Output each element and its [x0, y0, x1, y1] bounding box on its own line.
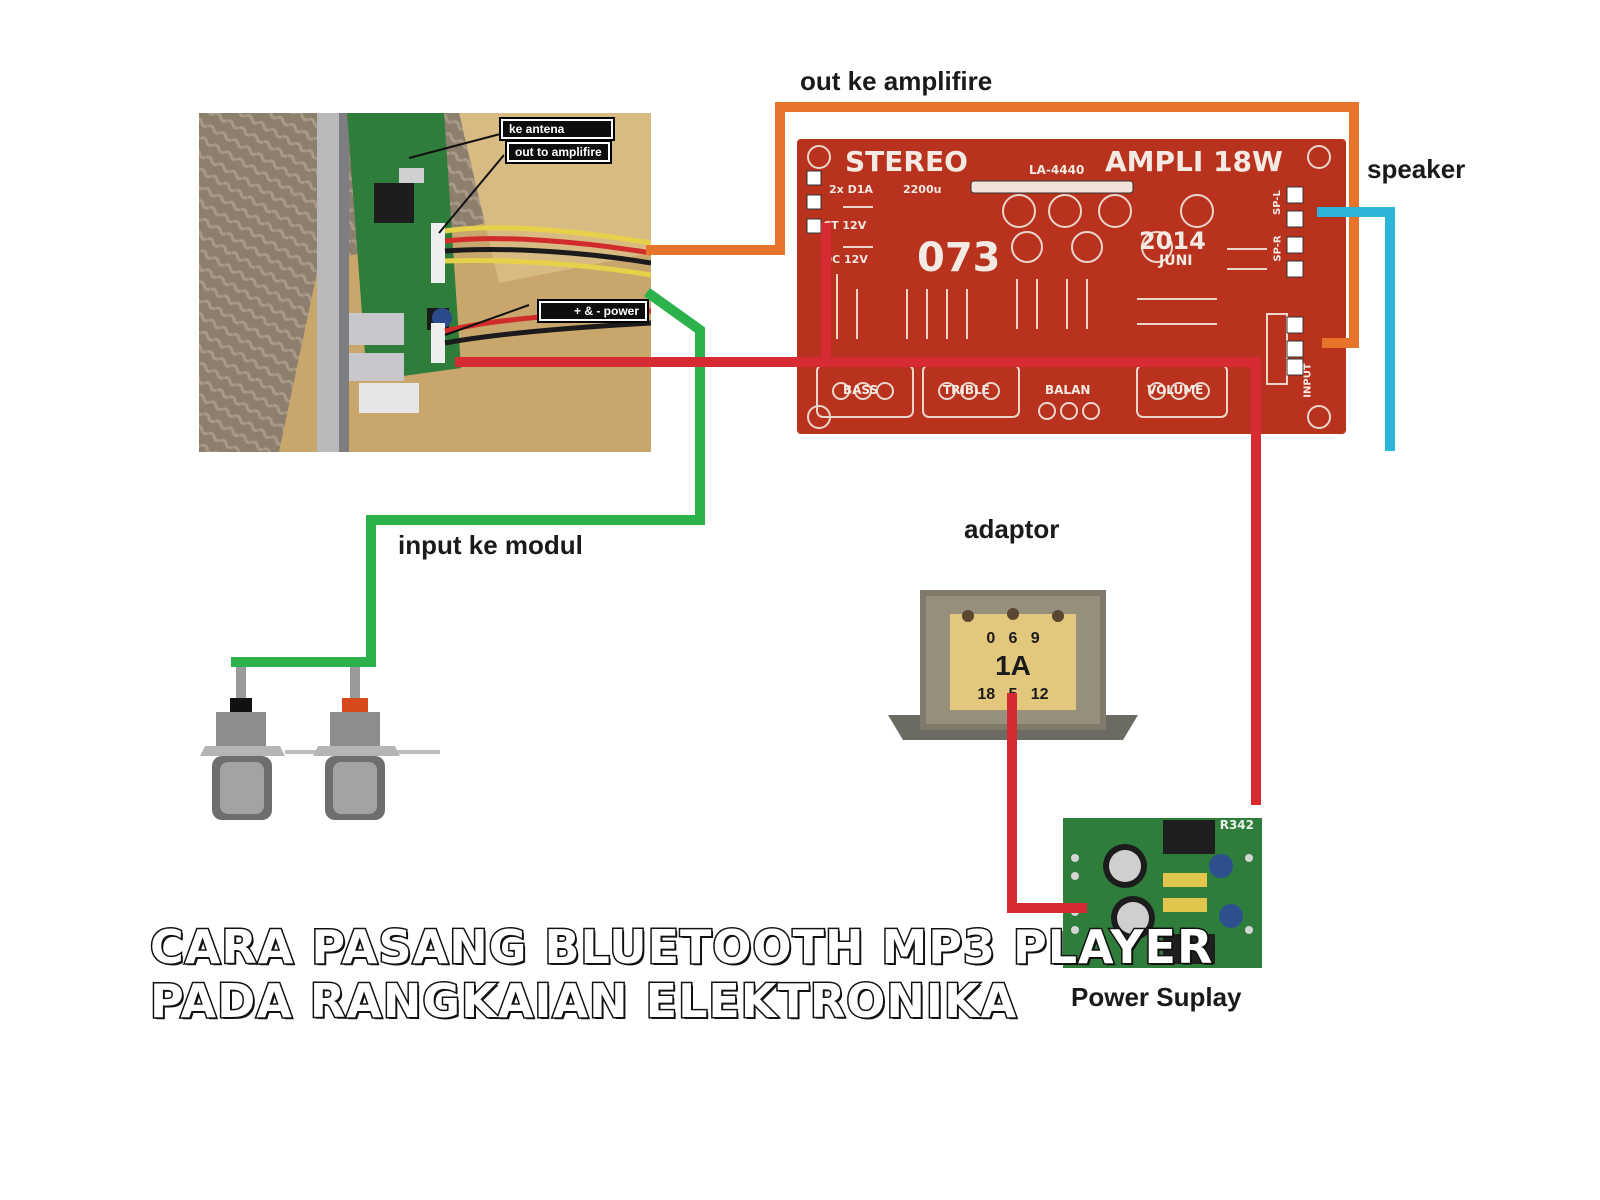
wire-power-to-module	[455, 357, 1261, 805]
label-input-ke-modul: input ke modul	[398, 530, 583, 560]
bluetooth-module-photo: ke antena out to amplifire + & - power	[199, 113, 651, 452]
transformer-taps-top: 0 6 9	[986, 630, 1040, 647]
label-power-suplay: Power Suplay	[1071, 982, 1242, 1012]
amp-label-balance: BALAN	[1045, 383, 1091, 397]
wire-transformer-to-psu	[1007, 693, 1087, 913]
amp-label-volume: VOLUME	[1147, 383, 1204, 397]
label-out-ke-amplifire: out ke amplifire	[800, 66, 993, 96]
amp-label-ct: CT 12V	[823, 219, 867, 232]
wire-input-to-module	[231, 288, 705, 667]
title-line-2: PADA RANGKAIAN ELEKTRONIKA	[148, 973, 1018, 1030]
amp-label-cap: 2200u	[903, 183, 942, 196]
amp-label-diode: 2x D1A	[829, 183, 873, 196]
tag-power: + & - power	[537, 299, 649, 323]
label-adaptor: adaptor	[964, 514, 1060, 544]
amp-label-stereo: STEREO	[845, 145, 968, 178]
psu-model-label: R342	[1219, 818, 1254, 832]
amp-label-treble: TRIBLE	[943, 383, 990, 397]
rca-jack-right	[285, 660, 440, 820]
wire-speaker	[1317, 207, 1395, 451]
label-speaker: speaker	[1367, 154, 1466, 184]
amp-label-month: JUNI	[1159, 253, 1193, 269]
transformer-rating: 1A	[995, 650, 1031, 681]
amp-label-dc: DC 12V	[823, 253, 868, 266]
tag-out-to-amplifire: out to amplifire	[505, 140, 612, 164]
power-supply-board: R342	[1063, 818, 1262, 968]
title-line-1: CARA PASANG BLUETOOTH MP3 PLAYER	[148, 919, 1214, 976]
amp-label-bass: BASS	[843, 383, 879, 397]
amp-label-model: AMPLI 18W	[1105, 145, 1283, 178]
amplifier-board-traces	[806, 145, 1331, 429]
amp-label-year: 2014	[1139, 227, 1206, 255]
amp-label-ic: LA-4440	[1029, 163, 1085, 177]
power-supply-components	[1071, 820, 1253, 964]
amp-label-number: 073	[917, 235, 1001, 281]
tag-ke-antena: ke antena	[499, 117, 615, 141]
wire-out-to-amplifier	[646, 102, 1359, 348]
rca-jack-left	[200, 660, 285, 820]
rca-jacks	[200, 660, 440, 820]
